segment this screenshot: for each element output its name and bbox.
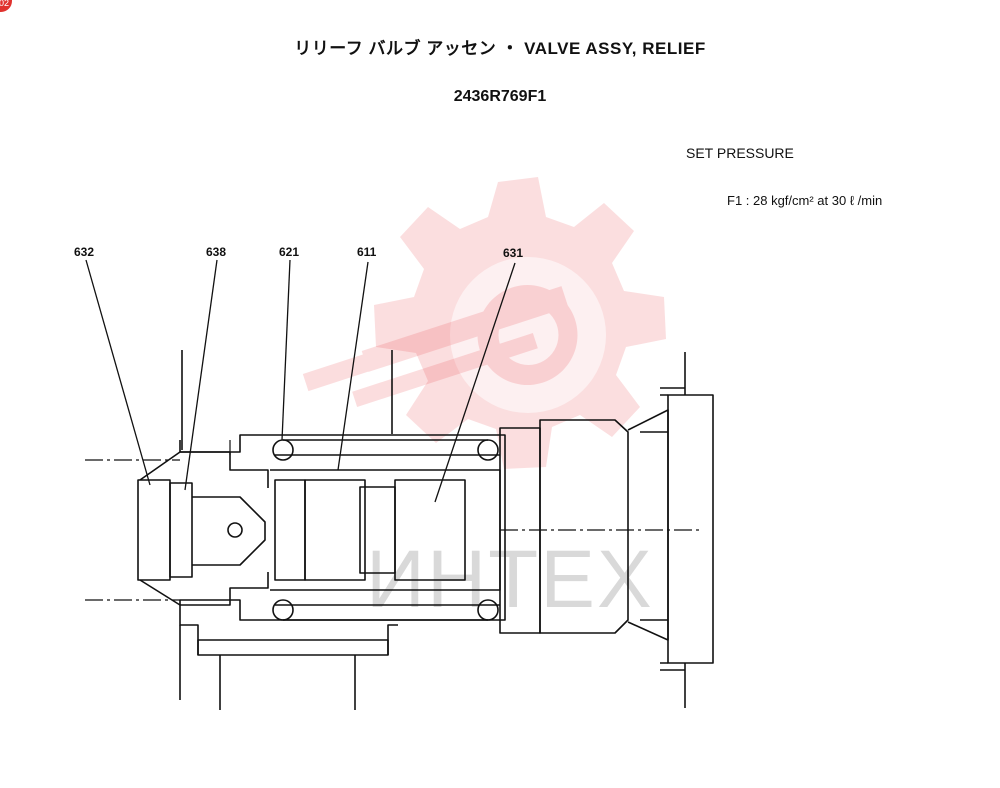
diagram-title: リリーフ バルブ アッセン ・ VALVE ASSY, RELIEF (294, 39, 706, 58)
part-number: 2436R769F1 (453, 88, 547, 105)
callout-611: 611 (357, 245, 377, 259)
callout-621: 621 (279, 245, 300, 259)
callout-631: 631 (503, 246, 524, 260)
callout-632: 632 (74, 245, 95, 259)
set-pressure-value: F1 : 28 kgf/cm² at 30 ℓ /min (727, 193, 883, 208)
set-pressure-label: SET PRESSURE (686, 145, 794, 161)
page-badge: 02 (0, 0, 12, 12)
callout-638: 638 (206, 245, 227, 259)
